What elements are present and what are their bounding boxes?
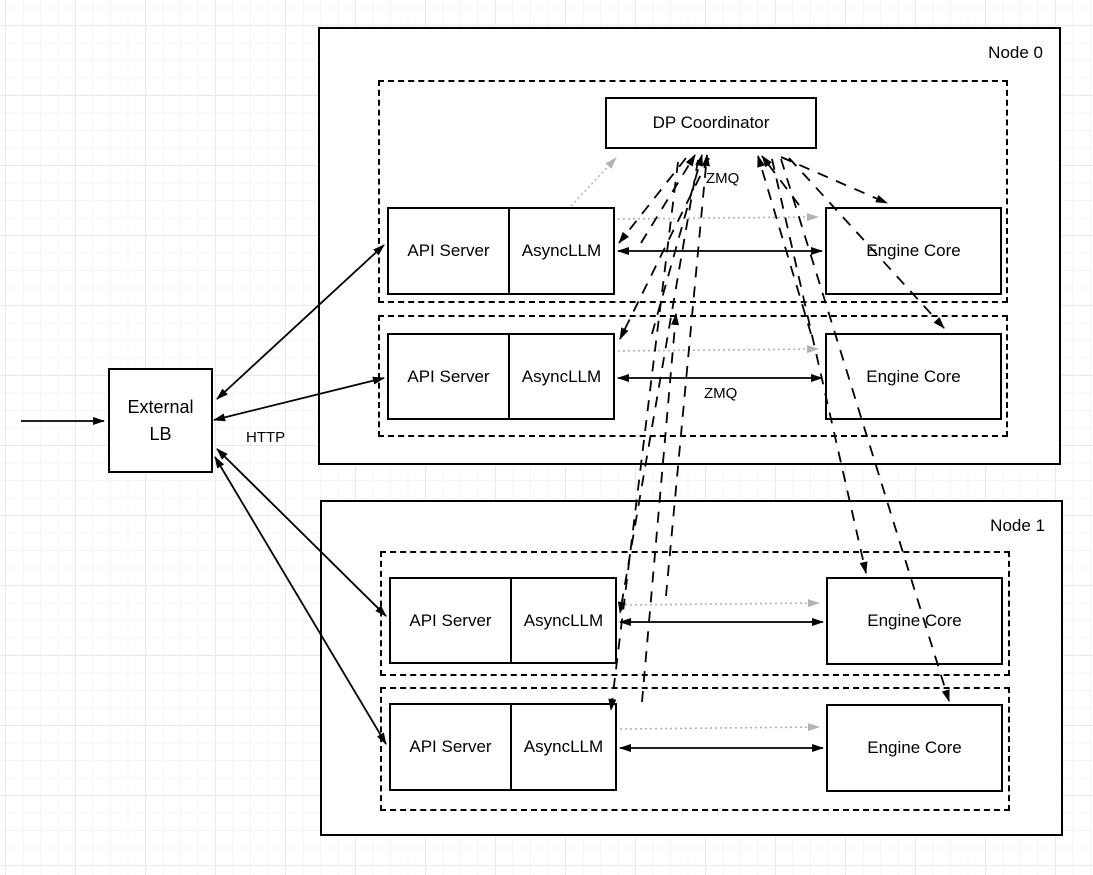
- api-server-box: API Server: [391, 579, 512, 662]
- api-server-box: API Server: [389, 335, 510, 418]
- node0-label: Node 0: [988, 43, 1043, 62]
- http-label: HTTP: [246, 429, 286, 446]
- node0-row0-engine-core-box: Engine Core: [825, 207, 1002, 295]
- engine-core-label: Engine Core: [867, 611, 962, 630]
- external-lb-label-line2: LB: [149, 423, 172, 444]
- asyncllm-box: AsyncLLM: [521, 241, 602, 260]
- api-server-box: API Server: [389, 209, 510, 293]
- zmq-label-engine: ZMQ: [704, 385, 738, 402]
- asyncllm-box: AsyncLLM: [523, 737, 604, 756]
- node0-row1-engine-core-box: Engine Core: [825, 333, 1002, 420]
- dp-coordinator-box: DP Coordinator: [605, 97, 817, 149]
- external-lb-box: External LB: [108, 368, 213, 473]
- api-server-box: API Server: [391, 705, 512, 789]
- node1-row0-engine-core-box: Engine Core: [826, 577, 1003, 665]
- asyncllm-box: AsyncLLM: [521, 366, 602, 386]
- node1-row0-api-asyncllm-box: API Server AsyncLLM: [389, 577, 617, 664]
- node0-row1-api-asyncllm-box: API Server AsyncLLM: [387, 333, 615, 420]
- node1-row1-engine-core-box: Engine Core: [826, 704, 1003, 792]
- asyncllm-box: AsyncLLM: [523, 610, 604, 630]
- engine-core-label: Engine Core: [867, 738, 962, 757]
- dp-coordinator-label: DP Coordinator: [652, 113, 770, 132]
- engine-core-label: Engine Core: [866, 241, 961, 260]
- zmq-label-coordinator: ZMQ: [706, 170, 740, 187]
- engine-core-label: Engine Core: [866, 366, 961, 386]
- node1-label: Node 1: [990, 516, 1045, 535]
- external-lb-label-line1: External: [127, 397, 194, 418]
- node0-row0-api-asyncllm-box: API Server AsyncLLM: [387, 207, 615, 295]
- node1-row1-api-asyncllm-box: API Server AsyncLLM: [389, 703, 617, 791]
